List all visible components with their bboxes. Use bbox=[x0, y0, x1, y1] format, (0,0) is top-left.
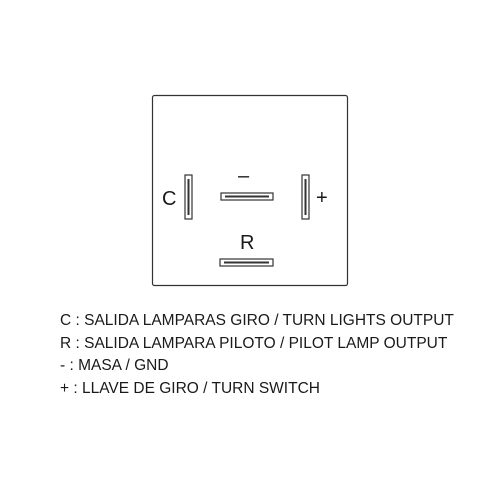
pin-legend: C : SALIDA LAMPARAS GIRO / TURN LIGHTS O… bbox=[60, 310, 480, 400]
terminal-plus bbox=[301, 174, 310, 220]
relay-outline-svg bbox=[151, 94, 349, 287]
relay-body bbox=[151, 94, 349, 287]
relay-diagram: C – + R bbox=[151, 94, 349, 287]
terminal-c bbox=[184, 174, 193, 220]
legend-row-r: R : SALIDA LAMPARA PILOTO / PILOT LAMP O… bbox=[60, 334, 448, 352]
pin-label-r: R bbox=[240, 232, 255, 254]
legend-row-c: C : SALIDA LAMPARAS GIRO / TURN LIGHTS O… bbox=[60, 312, 454, 329]
pin-label-minus: – bbox=[238, 165, 250, 187]
pin-label-plus: + bbox=[316, 187, 328, 209]
terminal-r bbox=[219, 258, 274, 267]
legend-row-minus: - : MASA / GND bbox=[60, 357, 169, 374]
terminal-minus bbox=[220, 192, 274, 201]
pin-label-c: C bbox=[162, 188, 177, 210]
legend-row-plus: + : LLAVE DE GIRO / TURN SWITCH bbox=[60, 379, 320, 397]
